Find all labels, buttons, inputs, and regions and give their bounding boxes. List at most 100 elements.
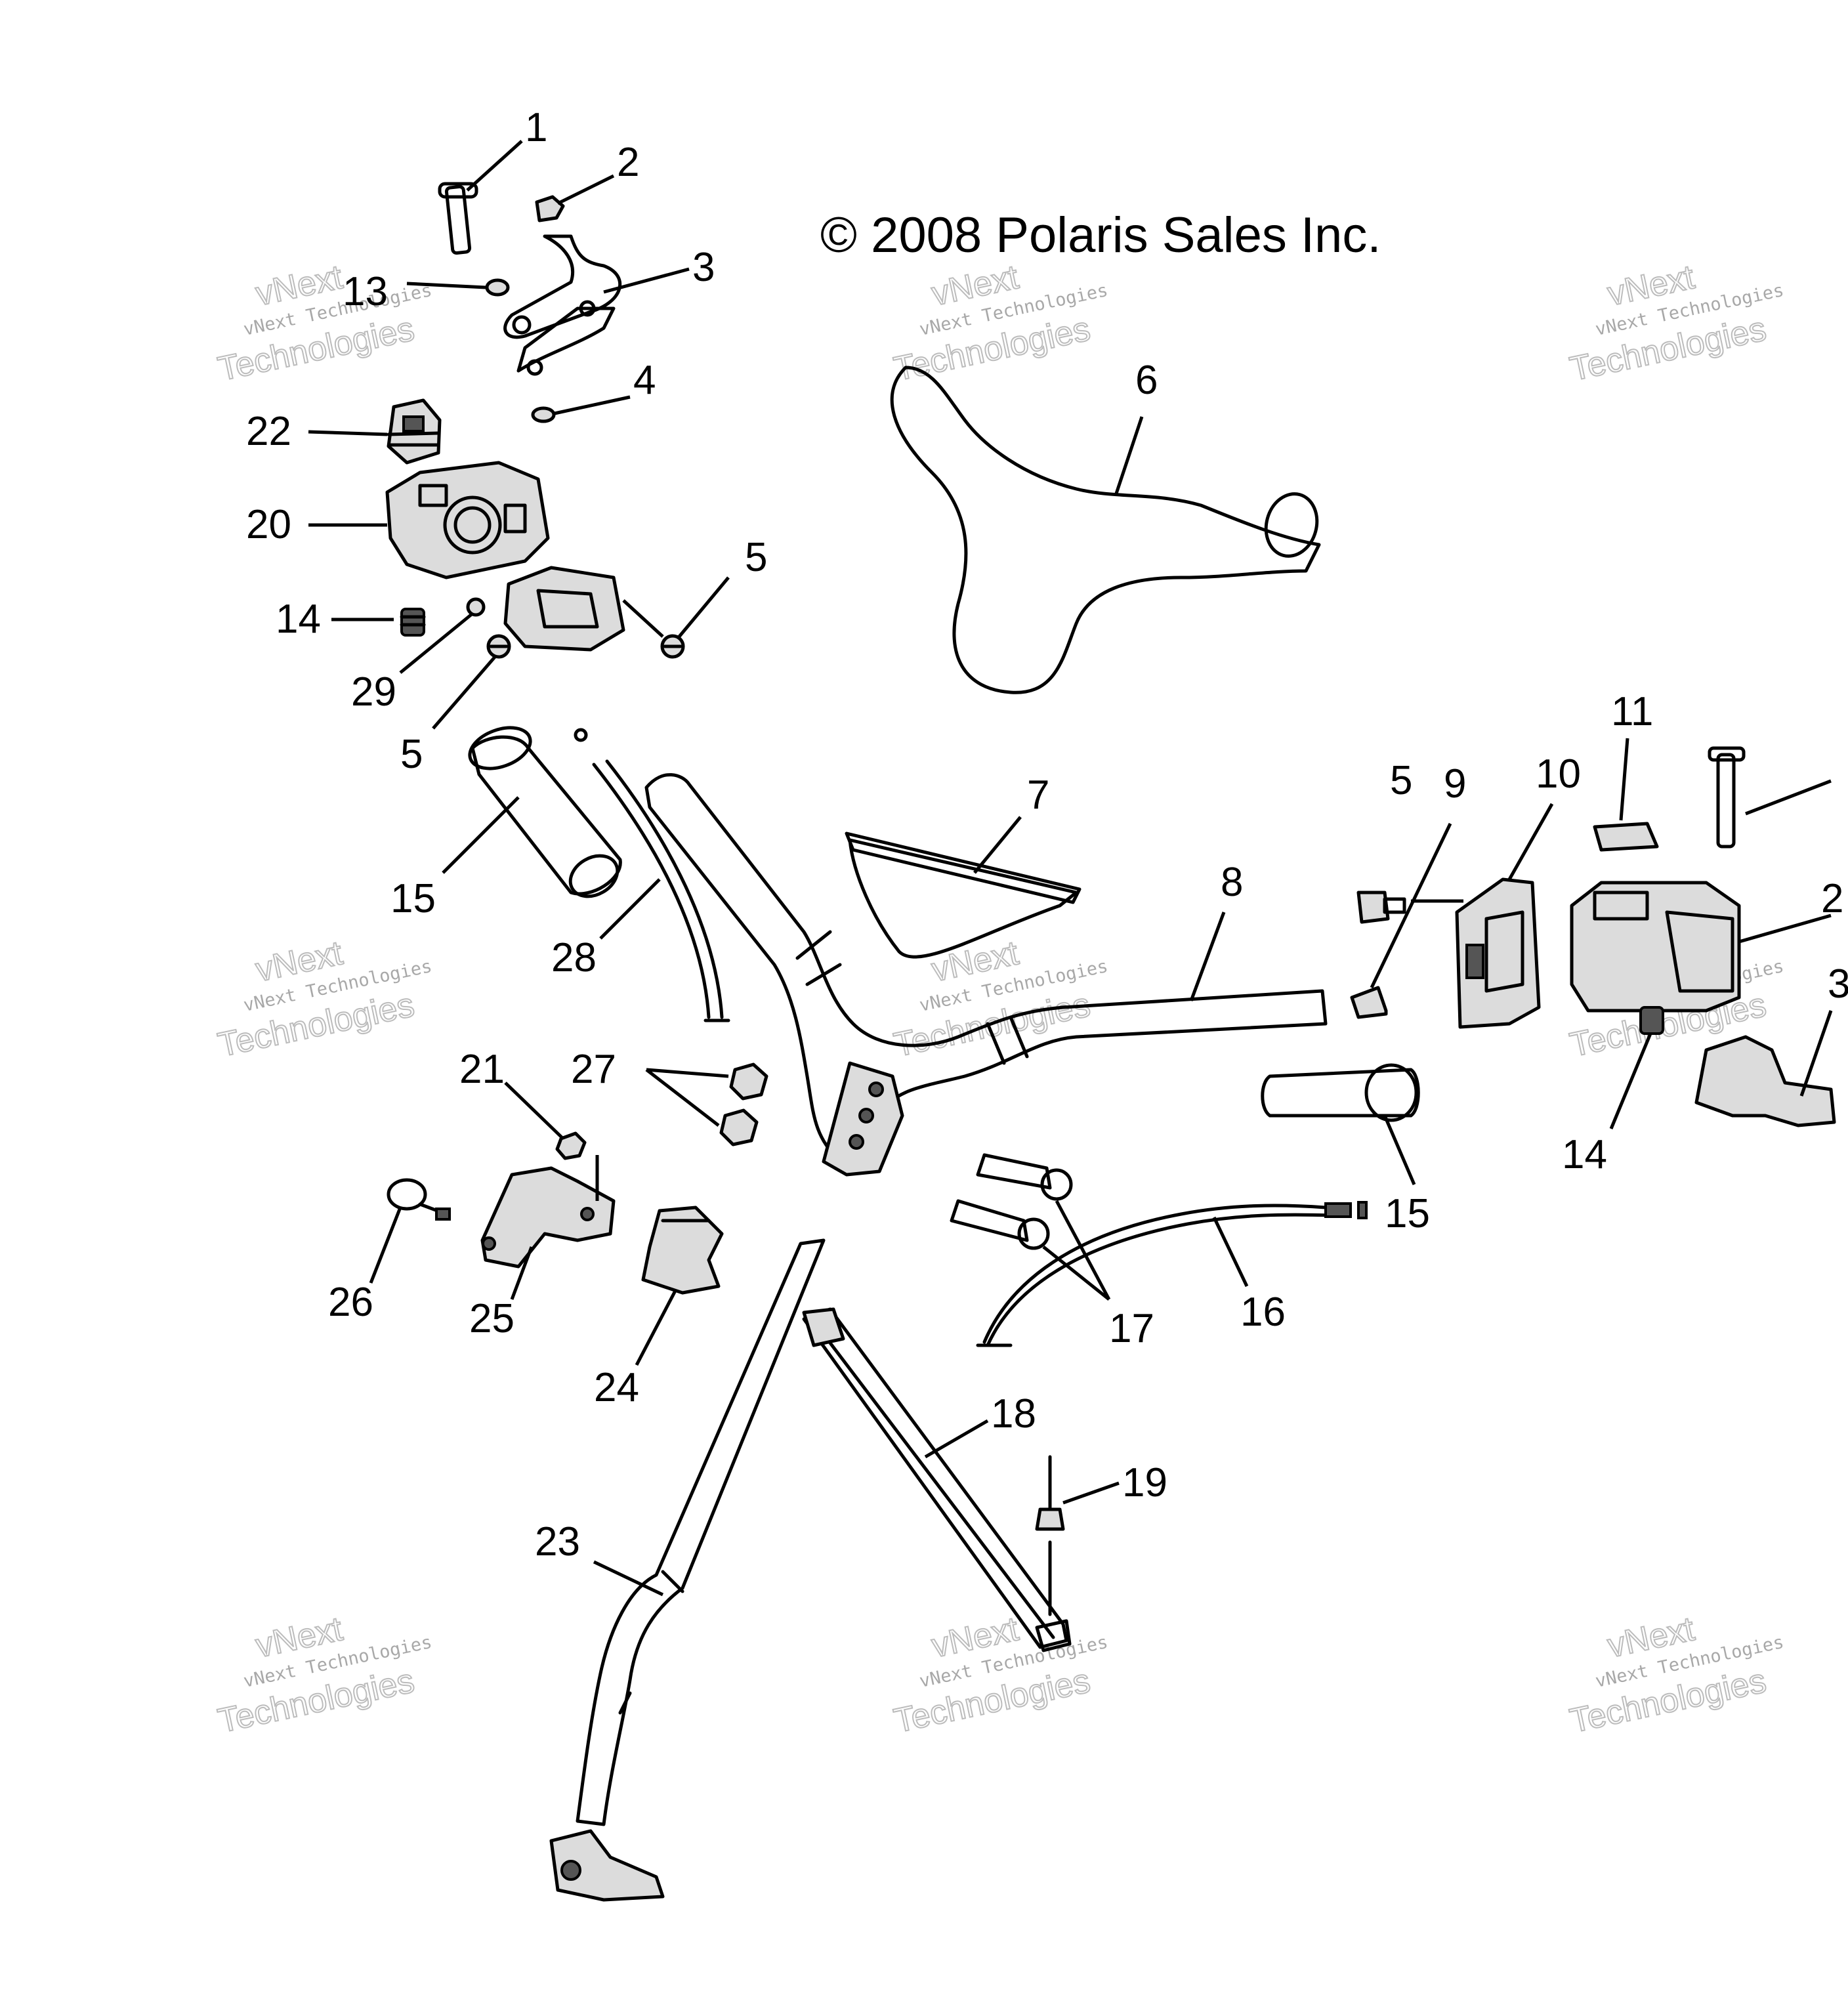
callout-1: 1 — [525, 105, 547, 150]
leader-15b — [1383, 1115, 1416, 1185]
part-18-steering-arm — [802, 1307, 1072, 1652]
part-20-switch-housing — [385, 461, 550, 579]
leader-5b — [678, 576, 730, 638]
part-26-clamp — [387, 1178, 451, 1221]
callout-23: 23 — [535, 1519, 580, 1564]
callout-20: 20 — [246, 502, 291, 547]
part-22-boot — [387, 398, 442, 465]
callout-4: 4 — [633, 358, 656, 403]
part-14-set-screw-right — [1639, 1006, 1664, 1035]
part-20-switch-housing-right — [1570, 881, 1741, 1013]
leader-6 — [1114, 416, 1144, 496]
part-4-washer — [531, 406, 556, 423]
part-2-nut — [535, 195, 565, 222]
copyright-notice: © 2008 Polaris Sales Inc. — [820, 207, 1381, 263]
callout-3-right: 3 — [1828, 961, 1848, 1007]
callout-6: 6 — [1135, 358, 1158, 403]
leader-4 — [554, 395, 631, 415]
callout-11: 11 — [1611, 689, 1653, 734]
leader-15a — [442, 796, 520, 874]
part-15-grip-right — [1261, 1063, 1420, 1122]
callout-15-right: 15 — [1385, 1191, 1430, 1236]
part-6-handlebar-pad — [890, 366, 1321, 694]
callout-25: 25 — [469, 1296, 514, 1341]
leader-21 — [504, 1082, 564, 1140]
watermark-top-right: vNext vNext Technologies Technologies — [1566, 257, 1786, 389]
callout-2: 2 — [617, 140, 639, 185]
leader-8 — [1189, 912, 1226, 1001]
part-16-brake-cable — [976, 1201, 1368, 1347]
callout-17: 17 — [1109, 1306, 1154, 1351]
leader-2-right — [1738, 914, 1832, 944]
leader-1 — [466, 140, 523, 192]
watermark-bottom-center: vNext vNext Technologies Technologies — [890, 1609, 1110, 1741]
part-27-nuts — [719, 1062, 768, 1146]
part-3-throttle-lever — [503, 234, 622, 376]
callout-9: 9 — [1444, 761, 1466, 807]
callout-16: 16 — [1240, 1290, 1286, 1335]
part-17-pins — [950, 1153, 1073, 1250]
leader-27 — [645, 1068, 729, 1127]
leader-13 — [406, 282, 486, 289]
part-19-rivet — [1035, 1455, 1065, 1616]
callout-27: 27 — [571, 1047, 616, 1092]
part-5-screw-b — [660, 634, 685, 659]
watermark-bottom-right: vNext vNext Technologies Technologies — [1566, 1609, 1786, 1741]
callout-28: 28 — [551, 935, 597, 980]
callout-13: 13 — [343, 269, 388, 314]
callout-5-right: 5 — [1390, 758, 1412, 803]
part-13-washer — [485, 278, 510, 297]
part-28-throttle-cable — [574, 728, 730, 1022]
leader-24 — [635, 1288, 678, 1366]
leader-17 — [1042, 1200, 1111, 1301]
callout-22: 22 — [246, 409, 291, 454]
callout-8: 8 — [1221, 860, 1243, 905]
callout-10: 10 — [1536, 751, 1581, 797]
callout-21: 21 — [459, 1047, 505, 1092]
watermark-mid-center: vNext vNext Technologies Technologies — [890, 933, 1110, 1065]
part-10-switch-plate — [1455, 877, 1541, 1029]
leader-14b — [1609, 1033, 1652, 1129]
part-9-bushing — [1350, 986, 1388, 1019]
leader-5a — [432, 655, 497, 730]
part-7-crossbar-pad — [845, 831, 1082, 959]
watermark-mid-left: vNext vNext Technologies Technologies — [214, 933, 434, 1065]
part-1-bolt — [438, 182, 478, 255]
callout-5-upper: 5 — [745, 535, 767, 580]
callout-14-right: 14 — [1562, 1132, 1607, 1177]
part-11-pad — [1593, 822, 1659, 852]
leader-7 — [973, 816, 1022, 874]
part-23-steering-post — [549, 1238, 826, 1902]
leader-9 — [1370, 822, 1452, 989]
leader-26 — [369, 1207, 402, 1284]
callout-26: 26 — [328, 1280, 373, 1325]
leader-3-right — [1799, 1010, 1833, 1097]
part-14-set-screw — [400, 608, 426, 637]
leader-22 — [308, 430, 388, 436]
leader-10 — [1507, 803, 1554, 881]
part-cover-plate — [503, 566, 625, 652]
callout-24: 24 — [594, 1365, 639, 1410]
watermark-top-left: vNext vNext Technologies Technologies — [214, 257, 434, 389]
part-3-lever-right — [1694, 1035, 1836, 1127]
leader-25 — [510, 1246, 534, 1300]
part-21-nut — [555, 1131, 587, 1160]
leader-5b-axis — [622, 599, 664, 638]
part-5-screw-right — [1356, 891, 1406, 924]
leader-23 — [593, 1560, 664, 1597]
leader-2 — [556, 174, 615, 205]
watermark-top-center: vNext vNext Technologies Technologies — [890, 257, 1110, 389]
leader-29 — [399, 612, 474, 674]
watermark-bottom-left: vNext vNext Technologies Technologies — [214, 1609, 434, 1741]
leader-19 — [1062, 1481, 1120, 1505]
part-5-screw-a — [486, 634, 511, 659]
part-24-clamp-block — [641, 1206, 724, 1295]
part-25-bracket — [480, 1166, 616, 1269]
callout-15-left: 15 — [390, 876, 436, 921]
part-1-bolt-right — [1708, 746, 1746, 849]
part-8-handlebar — [644, 773, 1328, 1177]
part-29-washer — [466, 597, 486, 617]
leader-16 — [1212, 1216, 1249, 1288]
callout-19: 19 — [1122, 1460, 1167, 1505]
